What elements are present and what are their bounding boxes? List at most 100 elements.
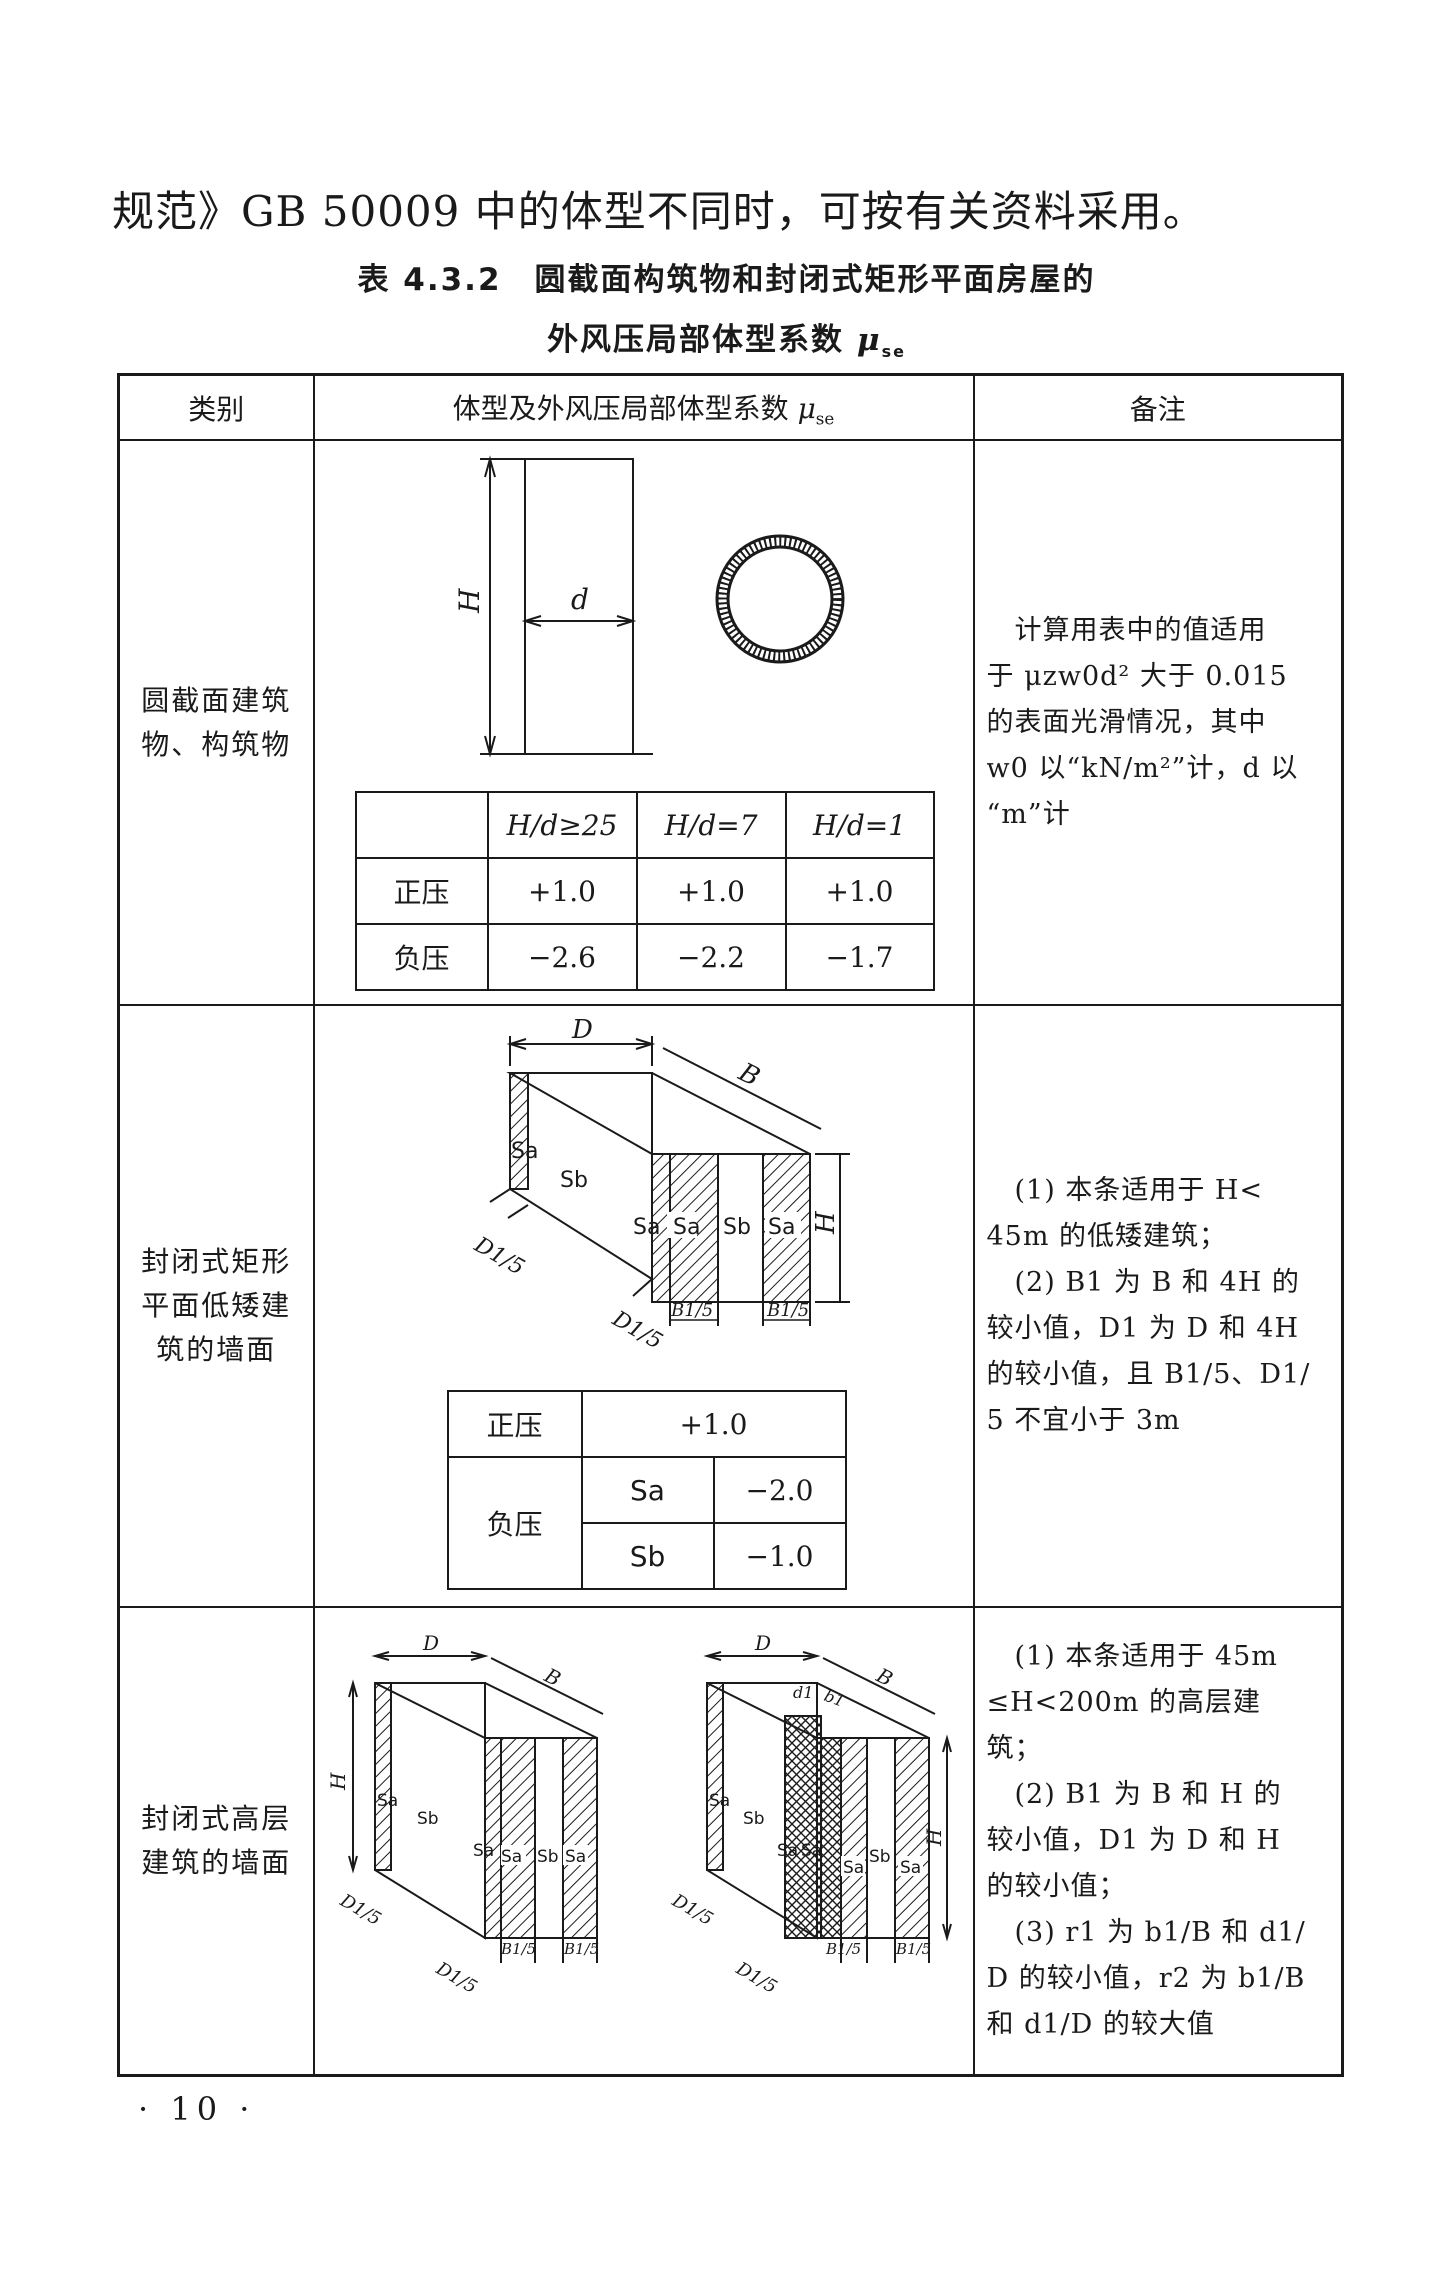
intro-paragraph: 规范》GB 50009 中的体型不同时，可按有关资料采用。: [112, 187, 1206, 236]
hr-right-d15-1: D1/5: [667, 1890, 716, 1930]
hr-left-sa-3: Sa: [565, 1847, 586, 1867]
circular-coef-header-row: H/d≥25 H/d=7 H/d=1: [354, 791, 935, 859]
remark-circular-line5: “m”计: [986, 798, 1071, 830]
table-header-row: 类别 体型及外风压局部体型系数 μse 备注: [117, 373, 1344, 441]
hr-left-d15-2: D1/5: [431, 1958, 480, 1998]
front-sa-strip: [508, 1072, 529, 1190]
hr-left-b15-1: B1/5: [500, 1940, 536, 1958]
hr-right-b15-2: B1/5: [895, 1940, 931, 1958]
lowrise-negative-row-sb: Sb −1.0: [448, 1522, 847, 1590]
hr-right-sa-1: Sa: [777, 1841, 798, 1861]
hr-left-sb-side: Sb: [537, 1847, 559, 1867]
lowrise-negative-row-sa: 负压 Sa −2.0: [446, 1456, 847, 1590]
hr-right-sa-2: Sa: [801, 1841, 822, 1861]
remark-lowrise-line1: (1) 本条适用于 H<: [1014, 1175, 1264, 1206]
hr-right-d1-label: d1: [793, 1683, 813, 1702]
remark-highrise-line4: (2) B1 为 B 和 H 的: [1014, 1778, 1282, 1810]
category-highrise-label: 封闭式高层建筑的墙面: [141, 1801, 292, 1879]
lowrise-sa-3: Sa: [768, 1215, 795, 1240]
remark-highrise: (1) 本条适用于 45m ≤H<200m 的高层建 筑； (2) B1 为 B…: [972, 1606, 1344, 2076]
table-row-circular: 圆截面建筑物、构筑物 H d H/d≥25: [117, 439, 1344, 1006]
remark-lowrise-line4: 较小值，D1 为 D 和 4H: [986, 1313, 1300, 1344]
hr-right-d15-2: D1/5: [731, 1958, 780, 1998]
figure-cell-lowrise: Sa Sb Sa Sa Sb Sa D B H: [312, 1004, 975, 1608]
hr-right-sa-3: Sa: [843, 1858, 864, 1878]
hr-right-sb-side: Sb: [869, 1847, 891, 1867]
hr-left-sa-front: Sa: [377, 1791, 398, 1811]
figure-cell-highrise: Sa Sb Sa Sa Sb Sa D B H D1/5 D1/5: [312, 1606, 975, 2076]
category-lowrise: 封闭式矩形平面低矮建筑的墙面: [117, 1004, 315, 1608]
lowrise-positive-label: 正压: [446, 1390, 583, 1458]
circular-negative-v1: −2.6: [486, 923, 638, 991]
circular-coef-h1: H/d≥25: [486, 791, 638, 859]
remark-circular-line2: 于 μzw0d² 大于 0.015: [986, 660, 1288, 692]
circular-coef-h3: H/d=1: [784, 791, 935, 859]
table-title-line1: 表 4.3.2 圆截面构筑物和封闭式矩形平面房屋的: [357, 262, 1096, 298]
hr-right-sa-4: Sa: [900, 1858, 921, 1878]
highrise-building-left: Sa Sb Sa Sa Sb Sa D B H D1/5 D1/5: [326, 1631, 603, 1998]
remark-highrise-line9: 和 d1/D 的较大值: [986, 2008, 1215, 2040]
circular-positive-v1: +1.0: [486, 857, 638, 925]
circular-coef-negative-row: 负压 −2.6 −2.2 −1.7: [354, 923, 935, 991]
lowrise-negative-sb-value: −1.0: [712, 1522, 847, 1590]
circular-diagram: H d: [453, 455, 844, 758]
lowrise-positive-row: 正压 +1.0: [446, 1390, 847, 1458]
lowrise-negative-sb-zone: Sb: [580, 1522, 715, 1590]
label-bg-1: [666, 1212, 697, 1238]
table-row-lowrise: 封闭式矩形平面低矮建筑的墙面 Sa Sb Sa Sa Sb: [117, 1004, 1344, 1608]
hr-right-sb-front: Sb: [743, 1809, 765, 1829]
lowrise-diagram: Sa Sb Sa Sa Sb Sa D B H: [469, 1015, 850, 1355]
remark-lowrise-line3: (2) B1 为 B 和 4H 的: [1014, 1267, 1300, 1298]
remark-highrise-line5: 较小值，D1 为 D 和 H: [986, 1824, 1281, 1856]
category-lowrise-label: 封闭式矩形平面低矮建筑的墙面: [141, 1245, 292, 1366]
circular-positive-label: 正压: [354, 857, 489, 925]
lowrise-negative-label: 负压: [446, 1456, 583, 1590]
highrise-building-right: Sa Sb Sa Sa Sa Sb Sa D B d1 b1 H: [667, 1631, 952, 1998]
height-arrows: [483, 455, 496, 758]
circular-positive-v2: +1.0: [635, 857, 787, 925]
remark-circular: 计算用表中的值适用 于 μzw0d² 大于 0.015 的表面光滑情况，其中 w…: [972, 439, 1344, 1006]
roof-face: [505, 1072, 810, 1155]
lowrise-negative-sa-zone: Sa: [580, 1456, 715, 1524]
hr-right-b1-label: b1: [821, 1686, 847, 1711]
lowrise-coef-table: 正压 +1.0 负压 Sa −2.0 Sb −1.0: [446, 1390, 847, 1590]
coefficient-table: 类别 体型及外风压局部体型系数 μse 备注 圆截面建筑物、构筑物 H d: [117, 373, 1344, 2077]
remark-highrise-line8: D 的较小值，r2 为 b1/B: [986, 1962, 1306, 1994]
hr-left-d-label: D: [422, 1631, 439, 1655]
lowrise-b15-label-2: B1/5: [766, 1300, 809, 1321]
circular-coef-positive-row: 正压 +1.0 +1.0 +1.0: [354, 857, 935, 925]
hr-left-b15-2: B1/5: [563, 1940, 599, 1958]
header-remark: 备注: [972, 373, 1344, 441]
label-bg-3: [764, 1212, 801, 1238]
section-hatch: [717, 537, 842, 661]
remark-lowrise-line2: 45m 的低矮建筑；: [986, 1221, 1228, 1252]
diameter-arrows: [521, 615, 636, 627]
header-shape-symbol-sub: se: [815, 408, 835, 429]
remark-lowrise: (1) 本条适用于 H< 45m 的低矮建筑； (2) B1 为 B 和 4H …: [972, 1004, 1344, 1608]
lowrise-sa-1: Sa: [633, 1215, 660, 1240]
hr-right-b15-1: B1/5: [825, 1940, 861, 1958]
category-highrise: 封闭式高层建筑的墙面: [117, 1606, 315, 2076]
remark-circular-line3: 的表面光滑情况，其中: [986, 706, 1267, 738]
remark-circular-line1: 计算用表中的值适用: [1014, 614, 1267, 646]
circular-negative-v2: −2.2: [635, 923, 787, 991]
table-title-symbol-sub: se: [881, 342, 906, 362]
highrise-diagrams: Sa Sb Sa Sa Sb Sa D B H D1/5 D1/5: [326, 1631, 952, 1998]
remark-highrise-line6: 的较小值；: [986, 1870, 1127, 1902]
hr-left-sa-2: Sa: [501, 1847, 522, 1867]
lowrise-sb-front: Sb: [560, 1168, 588, 1193]
remark-lowrise-line6: 5 不宜小于 3m: [986, 1405, 1181, 1436]
figure-cell-circular: H d H/d≥25 H/d=7 H/d=1 正压 +1.0 +1.0: [312, 439, 975, 1006]
d1-ext-1: [488, 1188, 511, 1203]
d1-ext-3: [631, 1278, 653, 1297]
circular-negative-label: 负压: [354, 923, 489, 991]
lowrise-d-label: D: [571, 1015, 593, 1045]
remark-highrise-line1: (1) 本条适用于 45m: [1014, 1640, 1278, 1672]
circular-coef-table: H/d≥25 H/d=7 H/d=1 正压 +1.0 +1.0 +1.0 负压 …: [354, 791, 935, 991]
circular-coef-h2: H/d=7: [635, 791, 787, 859]
page-number: · 10 ·: [138, 2090, 256, 2128]
remark-highrise-line7: (3) r1 为 b1/B 和 d1/: [1014, 1916, 1306, 1948]
lowrise-positive-value: +1.0: [580, 1390, 847, 1458]
lowrise-b15-label-1: B1/5: [670, 1300, 713, 1321]
lowrise-d15-label-1: D1/5: [469, 1232, 528, 1281]
